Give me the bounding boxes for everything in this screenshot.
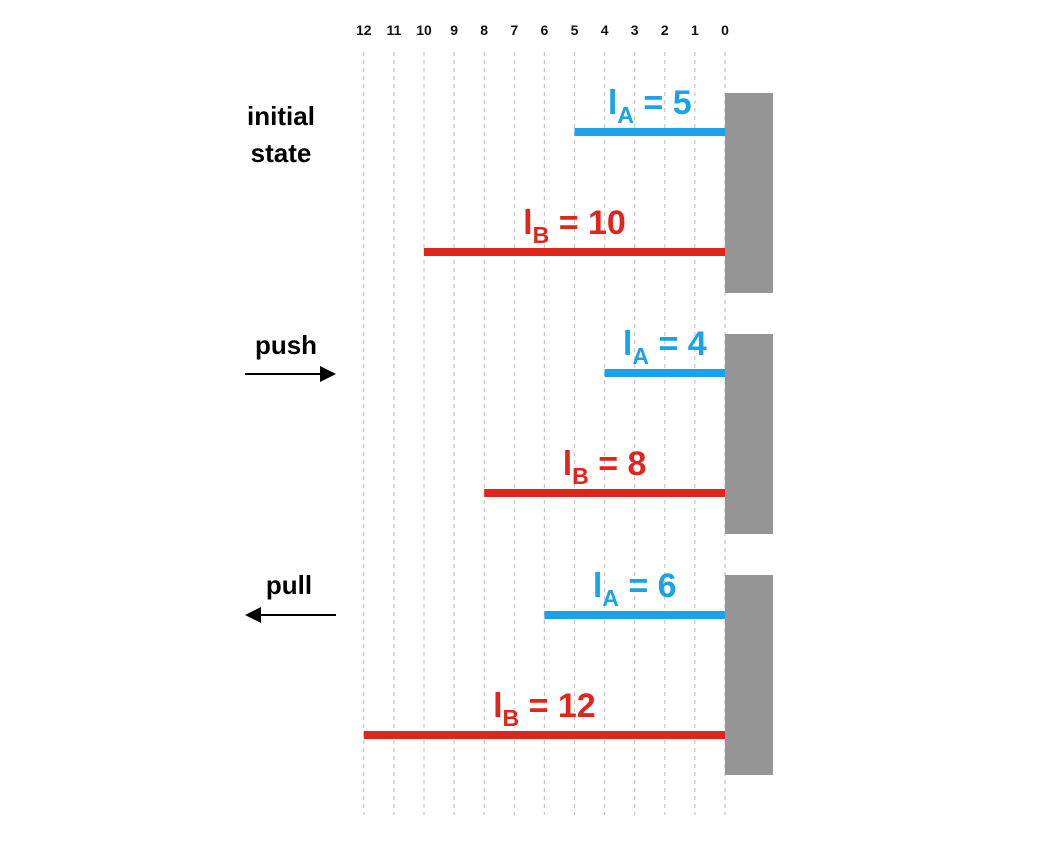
scale-tick-label: 8 — [480, 22, 488, 38]
scale-tick-label: 4 — [601, 22, 609, 38]
wall-block — [725, 93, 773, 293]
length-a-label: lA = 5 — [608, 84, 692, 128]
scale-tick-label: 3 — [631, 22, 639, 38]
scale-tick-label: 5 — [571, 22, 579, 38]
left-arrow-icon — [245, 607, 261, 623]
length-a-label: lA = 6 — [593, 567, 677, 611]
length-b-label: lB = 10 — [523, 204, 626, 248]
scale-tick-label: 2 — [661, 22, 669, 38]
scale-tick-label: 10 — [416, 22, 432, 38]
wall-block — [725, 575, 773, 775]
state-label: pull — [266, 570, 312, 600]
scale-tick-label: 11 — [386, 22, 401, 38]
scale-tick-label: 12 — [356, 22, 372, 38]
right-arrow-icon — [320, 366, 336, 382]
state-label: initial — [247, 101, 315, 131]
state-label: state — [251, 138, 312, 168]
scale-tick-label: 6 — [541, 22, 549, 38]
wall-block — [725, 334, 773, 534]
scale-tick-label: 9 — [450, 22, 458, 38]
state-label: push — [255, 330, 317, 360]
length-b-label: lB = 8 — [563, 445, 647, 489]
scale-tick-label: 1 — [691, 22, 699, 38]
length-b-label: lB = 12 — [493, 687, 596, 731]
length-a-label: lA = 4 — [623, 325, 707, 369]
scale-tick-label: 0 — [721, 22, 729, 38]
scale-tick-label: 7 — [510, 22, 518, 38]
